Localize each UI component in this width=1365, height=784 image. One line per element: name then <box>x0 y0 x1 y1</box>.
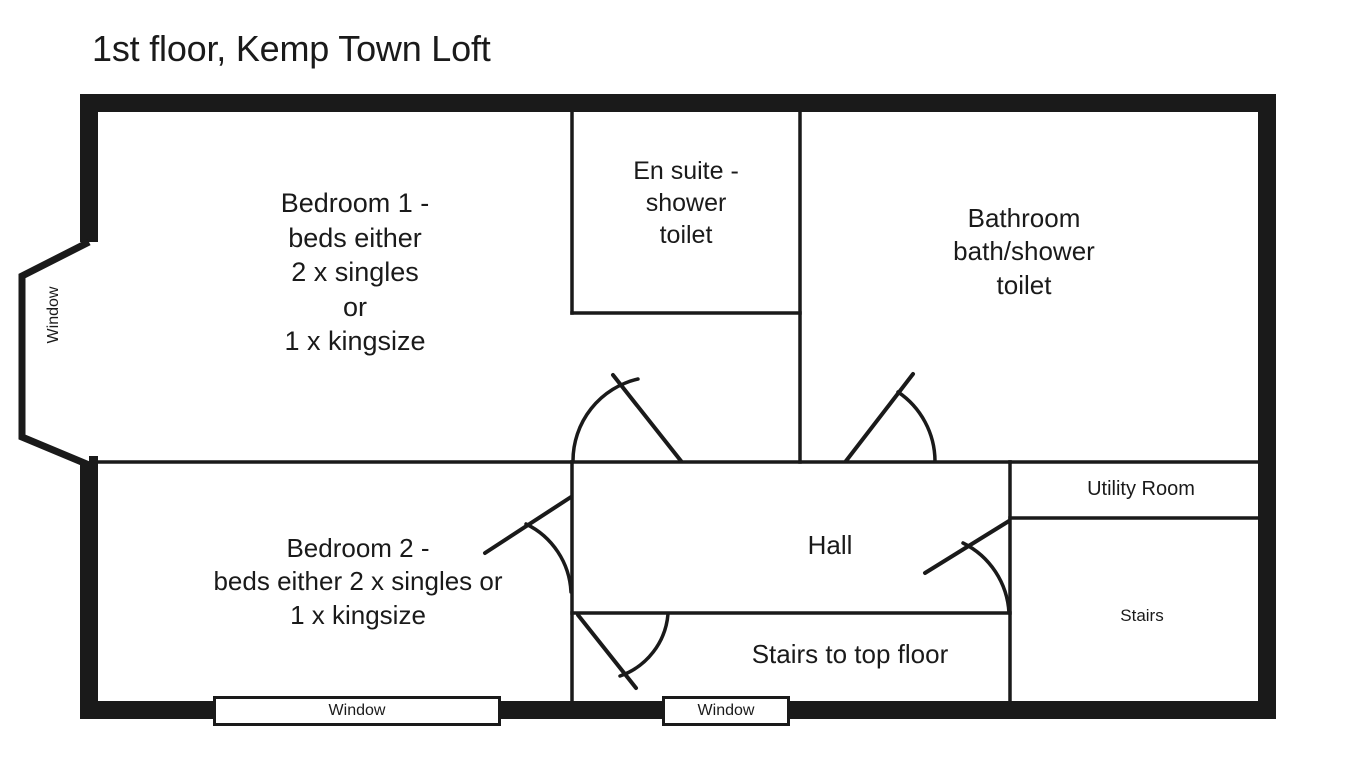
door-bedroom2 <box>483 495 573 594</box>
window-bay-left: Window <box>45 286 62 344</box>
bay-window-outline <box>18 238 91 469</box>
door-bedroom1 <box>571 373 683 463</box>
page-title: 1st floor, Kemp Town Loft <box>92 28 491 69</box>
window-bedroom2: Window <box>213 696 501 726</box>
door-utility-stairs <box>923 519 1011 615</box>
outer-walls <box>80 94 1276 719</box>
internal-walls <box>96 110 1260 703</box>
door-bathroom <box>844 372 937 463</box>
door-stairs-top-floor <box>576 612 670 690</box>
window-hall: Window <box>662 696 790 726</box>
